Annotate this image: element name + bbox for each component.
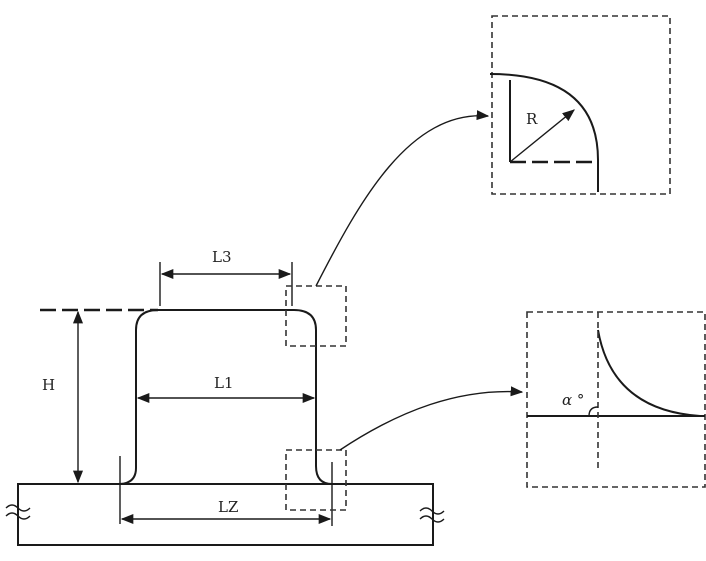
detail-box-angle <box>527 312 705 487</box>
label-r: R <box>526 110 538 128</box>
label-l2: LZ <box>218 498 238 516</box>
label-l3: L3 <box>212 248 232 266</box>
detail-view-radius: R <box>490 16 670 194</box>
label-l1: L1 <box>214 374 234 392</box>
dimension-l3: L3 <box>162 248 290 274</box>
dimension-l2: LZ <box>122 498 330 519</box>
leader-arrow-bottom <box>340 392 522 450</box>
label-alpha: α ° <box>562 391 584 409</box>
extension-lines <box>120 262 332 526</box>
detail-view-angle: α ° <box>527 312 705 487</box>
label-h: H <box>42 376 55 394</box>
dimension-h: H <box>42 312 78 482</box>
leader-arrow-top <box>316 116 488 286</box>
dimension-l1: L1 <box>138 374 314 398</box>
fin-profile <box>118 310 332 484</box>
